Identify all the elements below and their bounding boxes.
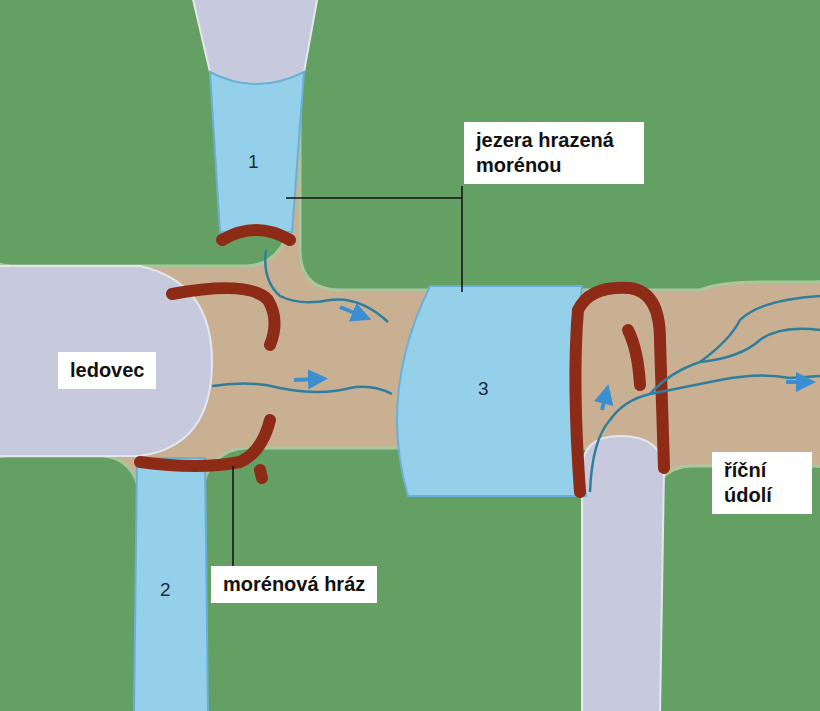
flow-arrow: [340, 307, 362, 316]
leader-line: [461, 186, 463, 198]
lake: [397, 286, 586, 496]
moraine: [260, 470, 262, 478]
leader-lines: [233, 186, 462, 566]
hill: [0, 456, 138, 711]
label-box: ledovec: [58, 352, 156, 389]
lake: [210, 72, 304, 232]
flow-arrows: [294, 307, 806, 410]
callout-number: 3: [478, 377, 489, 401]
leader-line: [232, 466, 234, 566]
moraine: [575, 288, 664, 492]
river: [212, 383, 392, 394]
label-box: jezera hrazená morénou: [464, 122, 644, 184]
moraines: [140, 230, 664, 492]
river: [700, 329, 820, 362]
hill: [300, 0, 820, 290]
moraine: [172, 288, 275, 345]
moraine: [140, 420, 270, 466]
moraine: [222, 230, 290, 240]
callout-number: 2: [160, 578, 171, 602]
callout-number: 1: [248, 150, 259, 174]
river: [265, 250, 388, 322]
label-box: říční údolí: [712, 452, 812, 514]
glaciers: [0, 0, 664, 711]
flow-arrow: [294, 379, 318, 380]
moraine: [628, 330, 640, 385]
label-box: morénová hráz: [211, 566, 377, 603]
flow-arrow: [786, 380, 806, 384]
leader-line: [286, 198, 462, 292]
glacier: [582, 436, 664, 711]
river: [650, 296, 820, 394]
flow-arrow: [602, 394, 606, 410]
lake: [134, 458, 208, 711]
